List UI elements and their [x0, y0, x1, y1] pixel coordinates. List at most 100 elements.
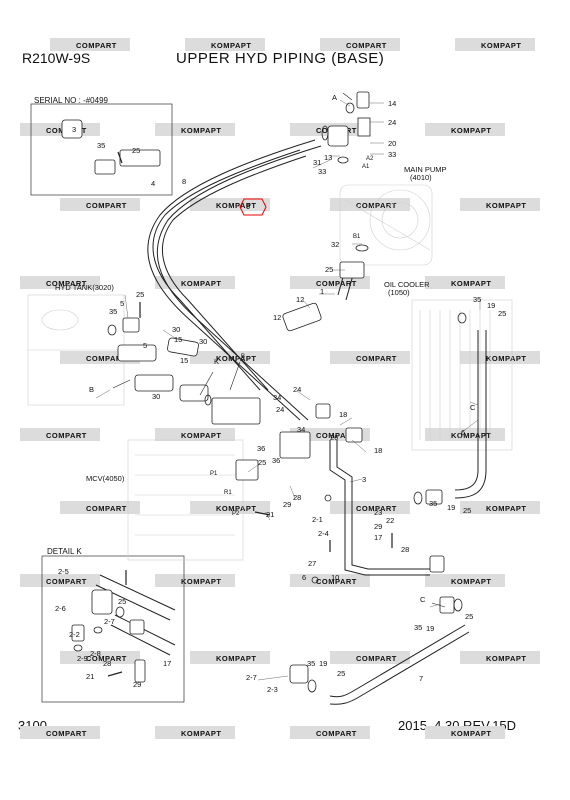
callout-pipe-6: 12: [273, 313, 281, 322]
callout-bottom-6: 19: [319, 659, 327, 668]
svg-text:KOMPAPT: KOMPAPT: [451, 577, 491, 586]
svg-text:KOMPAPT: KOMPAPT: [451, 729, 491, 738]
callout-lower-13: 35: [429, 499, 437, 508]
svg-text:KOMPAPT: KOMPAPT: [451, 431, 491, 440]
svg-text:COMPART: COMPART: [86, 504, 127, 513]
callout-a-top-6: 31: [313, 158, 321, 167]
callout-detail-0: 2-5: [58, 567, 69, 576]
callout-lower-1: 28: [293, 493, 301, 502]
callout-lower-8: 23: [374, 508, 382, 517]
watermark-stamp: KOMPAPT: [155, 428, 235, 441]
watermark-stamp: KOMPAPT: [425, 574, 505, 587]
callout-lower-4: 2-4: [318, 529, 329, 538]
hose-9: [147, 139, 322, 421]
svg-text:COMPART: COMPART: [356, 201, 397, 210]
watermark-stamp: KOMPAPT: [185, 38, 265, 51]
callout-detail-6: 2-9: [77, 654, 88, 663]
svg-text:COMPART: COMPART: [46, 431, 87, 440]
callout-a-top-1: 14: [388, 99, 396, 108]
svg-text:KOMPAPT: KOMPAPT: [451, 279, 491, 288]
callout-detail-8: 21: [86, 672, 94, 681]
svg-text:KOMPAPT: KOMPAPT: [451, 126, 491, 135]
svg-text:COMPART: COMPART: [356, 354, 397, 363]
port-label-2: B1: [353, 234, 361, 240]
fittings: [61, 91, 455, 684]
callout-pipe-7: 35: [473, 295, 481, 304]
watermark-stamp: COMPART: [330, 351, 410, 364]
watermark-stamp: KOMPAPT: [155, 574, 235, 587]
svg-text:COMPART: COMPART: [316, 577, 357, 586]
o-rings: [73, 102, 467, 693]
callout-lower-9: 29: [374, 522, 382, 531]
callout-mid-13: 6: [461, 428, 465, 437]
callout-tank-0: 25: [136, 290, 144, 299]
watermark-stamp: KOMPAPT: [460, 651, 540, 664]
svg-text:KOMPAPT: KOMPAPT: [216, 354, 256, 363]
port-label-6: P2: [232, 511, 240, 517]
watermark-stamp: COMPART: [330, 651, 410, 664]
callout-pipe-5: 12: [296, 295, 304, 304]
callout-a-top-4: 33: [388, 150, 396, 159]
oil-cooler-label: OIL COOLER: [384, 280, 430, 289]
callout-tank-9: B: [89, 385, 94, 394]
callout-detail-5: 2-8: [90, 649, 101, 658]
callout-a-top-0: A: [332, 93, 337, 102]
callout-detail-4: 2-7: [104, 617, 115, 626]
svg-text:KOMPAPT: KOMPAPT: [216, 201, 256, 210]
svg-text:COMPART: COMPART: [316, 431, 357, 440]
callout-tank-8: 30: [152, 392, 160, 401]
svg-text:KOMPAPT: KOMPAPT: [181, 577, 221, 586]
callout-detail-2: 25: [118, 597, 126, 606]
svg-text:COMPART: COMPART: [46, 729, 87, 738]
callout-lower-12: 28: [401, 545, 409, 554]
callout-bottom-9: 7: [419, 674, 423, 683]
callout-bottom-0: C: [420, 595, 426, 604]
callout-tank-4: 15: [174, 335, 182, 344]
svg-text:KOMPAPT: KOMPAPT: [486, 201, 526, 210]
view-arrows: [112, 92, 446, 608]
svg-text:COMPART: COMPART: [46, 279, 87, 288]
svg-text:KOMPAPT: KOMPAPT: [181, 126, 221, 135]
callout-mid-2: 34: [273, 393, 281, 402]
oil-cooler-outline: [411, 299, 513, 451]
pipe-3: [329, 440, 430, 576]
callout-mid-10: 36: [272, 456, 280, 465]
serial-note: SERIAL NO : -#0499: [34, 96, 108, 105]
watermark-stamp: KOMPAPT: [155, 123, 235, 136]
main-pump-label: MAIN PUMP: [404, 165, 447, 174]
svg-text:KOMPAPT: KOMPAPT: [486, 354, 526, 363]
mcv-label: MCV(4050): [86, 474, 125, 483]
svg-text:COMPART: COMPART: [86, 354, 127, 363]
port-label-4: P1: [210, 471, 218, 477]
callout-tank-3: 30: [172, 325, 180, 334]
watermark-stamp: COMPART: [20, 428, 100, 441]
watermark-stamp: KOMPAPT: [425, 276, 505, 289]
main-pump-code: (4010): [410, 173, 432, 182]
callout-tank-5: 5: [143, 341, 147, 350]
watermark-stamp: KOMPAPT: [190, 198, 270, 211]
callout-lower-0: 21: [266, 510, 274, 519]
watermark-stamp: KOMPAPT: [460, 501, 540, 514]
watermark-stamp: COMPART: [290, 574, 370, 587]
callout-tank-6: 30: [199, 337, 207, 346]
callout-mid-11: 3: [362, 475, 366, 484]
callout-9-marker: [239, 198, 267, 216]
watermark-stamp: KOMPAPT: [190, 501, 270, 514]
watermark-stamp: COMPART: [20, 276, 100, 289]
watermark-layer: COMPART KOMPAPT COMPART KOMPAPT COMPART KOMPA…: [20, 38, 540, 739]
callout-mid-3: 24: [276, 405, 284, 414]
port-label-0: A1: [362, 164, 370, 170]
callout-bottom-5: 35: [307, 659, 315, 668]
callout-mid-8: 36: [257, 444, 265, 453]
callout-mid-0: K: [214, 357, 219, 366]
watermark-stamp: KOMPAPT: [460, 198, 540, 211]
callout-bottom-2: 19: [426, 624, 434, 633]
svg-text:KOMPAPT: KOMPAPT: [181, 729, 221, 738]
watermark-stamp: COMPART: [320, 38, 400, 51]
callout-pipe-2: 32: [331, 240, 339, 249]
callout-detail-7: 28: [103, 659, 111, 668]
watermark-stamp: COMPART: [20, 574, 100, 587]
watermark-stamp: KOMPAPT: [190, 351, 270, 364]
